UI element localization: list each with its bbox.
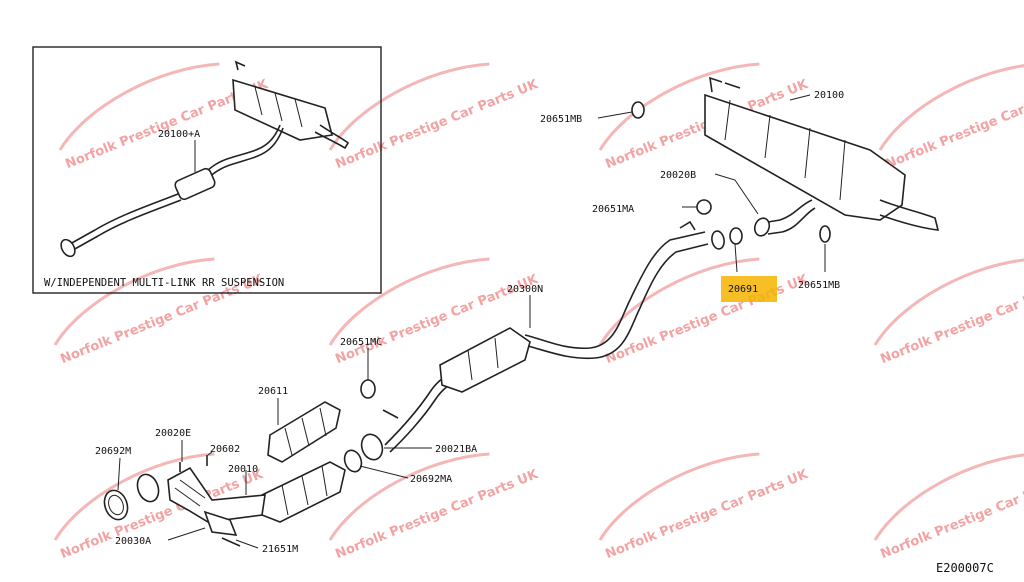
label-20651MC: 20651MC [340,337,382,348]
front-pipe [167,466,266,523]
center-pipe-assembly [382,220,725,453]
svg-text:Norfolk Prestige Car Parts UK: Norfolk Prestige Car Parts UK [878,467,1024,563]
mount-rubber-20651MB-bottom [819,225,831,243]
watermark: Norfolk Prestige Car Parts UK [878,62,1024,173]
mount-rubber-20651MB-top [631,101,645,119]
watermark: Norfolk Prestige Car Parts UK [598,452,811,563]
heat-shield-20611 [267,401,341,463]
catalyst-20010 [261,461,346,523]
label-20602: 20602 [210,444,240,455]
label-20021BA: 20021BA [435,444,477,455]
flange-20021BA [360,433,384,461]
mount-rubber-20651MC [360,379,376,399]
label-20692M: 20692M [95,446,131,457]
svg-text:Norfolk Prestige Car Parts UK: Norfolk Prestige Car Parts UK [333,77,541,173]
inset-border [32,46,382,294]
label-20611: 20611 [258,386,288,397]
label-20100: 20100 [814,90,844,101]
inset-resonator [174,167,216,201]
front-catalyst-assembly [136,401,346,547]
highlight-20691 [721,276,777,302]
label-20100A: 20100+A [158,129,200,140]
leader-lines [117,94,826,549]
mount-rubber-20651MA [696,199,712,215]
watermark: Norfolk Prestige Car Parts UK [598,257,811,367]
gasket-20692MA [343,449,363,473]
gasket-20691 [729,227,743,245]
figure-code: E200007C [936,561,994,575]
part-labels: 20100 20651MB 20020B 20651MA 20691 20651… [95,90,844,555]
label-20030A: 20030A [115,536,151,547]
label-21651M: 21651M [262,544,298,555]
center-resonator [439,327,531,393]
inset-caption: W/INDEPENDENT MULTI-LINK RR SUSPENSION [44,277,284,289]
rear-muffler [704,76,940,237]
label-20692MA: 20692MA [410,474,452,485]
label-20020E: 20020E [155,428,191,439]
front-flange [136,473,160,503]
watermark: Norfolk Prestige Car Parts UK [53,257,266,367]
label-20651MB-bottom: 20651MB [798,280,840,291]
label-20691: 20691 [728,284,758,295]
label-20651MA: 20651MA [592,204,634,215]
inset-rear-muffler [232,78,333,141]
watermark: Norfolk Prestige Car Parts UK [873,452,1024,563]
svg-text:Norfolk Prestige Car Parts UK: Norfolk Prestige Car Parts UK [878,272,1024,368]
label-20300N: 20300N [507,284,543,295]
inset-panel: 20100+A W/INDEPENDENT MULTI-LINK RR SUSP… [32,46,382,294]
svg-text:Norfolk Prestige Car Parts UK: Norfolk Prestige Car Parts UK [603,467,811,563]
label-20010: 20010 [228,464,258,475]
clamp-20030A [203,510,238,536]
watermark: Norfolk Prestige Car Parts UK [873,257,1024,368]
label-20651MB-top: 20651MB [540,114,582,125]
label-20020B: 20020B [660,170,696,181]
svg-text:Norfolk Prestige Car Parts UK: Norfolk Prestige Car Parts UK [883,77,1024,173]
watermark: Norfolk Prestige Car Parts UK [328,62,541,173]
